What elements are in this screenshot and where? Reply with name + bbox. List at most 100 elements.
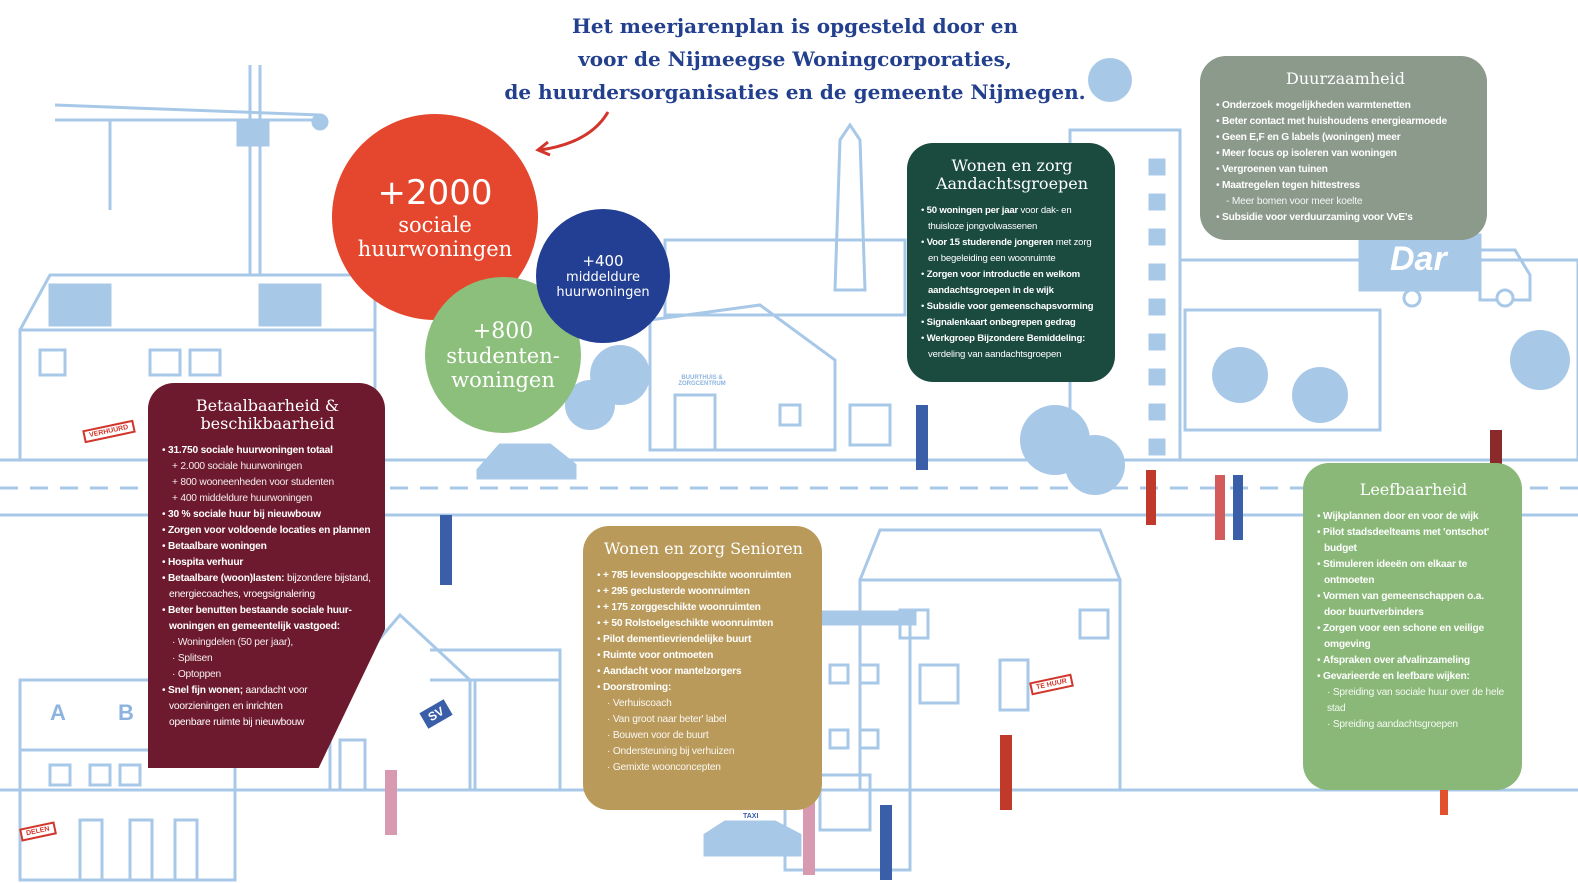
item-bold: + 295 geclusterde woonruimten bbox=[603, 586, 750, 597]
panel-title: Wonen en zorg Senioren bbox=[604, 539, 803, 558]
arrow-icon bbox=[535, 111, 610, 157]
item-bold: + 785 levensloopgeschikte woonruimten bbox=[603, 570, 792, 581]
panel-aandachtsgroepen: Wonen en zorg Aandachtsgroepen 50 woninge… bbox=[907, 143, 1115, 382]
list-item: Hospita verhuur bbox=[162, 555, 373, 571]
circle-number: +400 bbox=[582, 252, 624, 270]
list-item: · Spreiding aandachtsgroepen bbox=[1327, 719, 1458, 730]
list-item: 31.750 sociale huurwoningen totaal bbox=[162, 443, 373, 459]
list-item: verdeling van aandachtsgroepen bbox=[928, 349, 1062, 360]
list-item: 50 woningen per jaar voor dak- en bbox=[921, 203, 1103, 219]
list-item: + 800 wooneenheden voor studenten bbox=[172, 477, 334, 488]
list-item: voorzieningen en inrichten bbox=[169, 701, 283, 712]
item-bold: Gevarieerde en leefbare wijken: bbox=[1323, 671, 1470, 682]
item-bold: Meer focus op isoleren van woningen bbox=[1222, 148, 1397, 159]
list-item: Afspraken over afvalinzameling bbox=[1317, 653, 1510, 669]
senior-flat bbox=[778, 610, 917, 872]
list-item: thuisloze jongvolwassenen bbox=[928, 221, 1038, 232]
circle-label: sociale bbox=[398, 213, 472, 237]
item-bold: 31.750 sociale huurwoningen totaal bbox=[168, 445, 333, 456]
item-bold: Zorgen voor een schone en veilige bbox=[1323, 623, 1484, 634]
item-bold: Ruimte voor ontmoeten bbox=[603, 650, 714, 661]
item-text: bijzondere bijstand, bbox=[284, 573, 371, 584]
title-line: Het meerjarenplan is opgesteld door en bbox=[571, 14, 1019, 38]
church bbox=[648, 122, 907, 452]
panel-duurzaamheid: DuurzaamheidOnderzoek mogelijkheden warm… bbox=[1200, 56, 1487, 240]
circle-label: middeldure bbox=[566, 270, 640, 285]
list-item: openbare ruimte bij nieuwbouw bbox=[169, 717, 305, 728]
house-sv bbox=[308, 612, 562, 792]
item-bold: Pilot dementievriendelijke buurt bbox=[603, 634, 752, 645]
list-item: Beter benutten bestaande sociale huur- bbox=[162, 603, 373, 619]
item-bold: 30 % sociale huur bij nieuwbouw bbox=[168, 509, 321, 520]
list-item: Zorgen voor voldoende locaties en planne… bbox=[162, 523, 373, 539]
list-item: + 2.000 sociale huurwoningen bbox=[172, 461, 303, 472]
item-bold: Zorgen voor introductie en welkom bbox=[926, 269, 1081, 280]
list-item: en begeleiding een woonruimte bbox=[928, 253, 1056, 264]
list-item: + 50 Rolstoelgeschikte woonruimten bbox=[597, 616, 810, 632]
list-item: door buurtverbinders bbox=[1324, 607, 1424, 618]
list-item: Ruimte voor ontmoeten bbox=[597, 648, 810, 664]
list-item: + 295 geclusterde woonruimten bbox=[597, 584, 810, 600]
list-item: + 400 middeldure huurwoningen bbox=[172, 493, 313, 504]
circle-label: huurwoningen bbox=[357, 237, 513, 261]
truck-logo: Dar bbox=[1390, 240, 1447, 278]
panel-senioren: Wonen en zorg Senioren + 785 levensloopge… bbox=[583, 526, 822, 810]
item-bold: 50 woningen per jaar bbox=[926, 205, 1019, 216]
circle-label: woningen bbox=[451, 367, 555, 392]
list-item: woningen en gemeentelijk vastgoed: bbox=[169, 621, 340, 632]
duplex-house bbox=[858, 528, 1122, 792]
list-item: Meer focus op isoleren van woningen bbox=[1216, 146, 1475, 162]
list-item: Pilot stadsdeelteams met 'ontschot' bbox=[1317, 525, 1510, 541]
item-bold: Vergroenen van tuinen bbox=[1222, 164, 1328, 175]
ab-houses bbox=[18, 678, 237, 882]
item-bold: + 50 Rolstoelgeschikte woonruimten bbox=[603, 618, 774, 629]
panel-title: Wonen en zorg Aandachtsgroepen bbox=[935, 156, 1089, 193]
list-item: · Gemixte woonconcepten bbox=[607, 762, 721, 773]
list-item: aandachtsgroepen in de wijk bbox=[928, 285, 1054, 296]
list-item: · Splitsen bbox=[172, 653, 213, 664]
panel-title: Leefbaarheid bbox=[1359, 480, 1468, 499]
list-item: · Spreiding van sociale huur over de hel… bbox=[1327, 687, 1504, 714]
list-item: Gevarieerde en leefbare wijken: bbox=[1317, 669, 1510, 685]
item-bold: Afspraken over afvalinzameling bbox=[1323, 655, 1470, 666]
panel-title: Betaalbaarheid & beschikbaarheid bbox=[195, 396, 340, 433]
taxi bbox=[703, 820, 802, 857]
circle-studentenwoningen: +800 studenten- woningen bbox=[425, 277, 581, 433]
item-bold: Beter benutten bestaande sociale huur- bbox=[168, 605, 352, 616]
item-bold: Subsidie voor gemeenschapsvorming bbox=[926, 301, 1094, 312]
list-item: Werkgroep Bijzondere Bemiddeling: bbox=[921, 331, 1103, 347]
item-text: met zorg bbox=[1053, 237, 1092, 248]
house-a-label: A bbox=[50, 700, 66, 725]
item-bold: Onderzoek mogelijkheden warmtenetten bbox=[1222, 100, 1411, 111]
item-bold: + 175 zorggeschikte woonruimten bbox=[603, 602, 761, 613]
title-line: de huurdersorganisaties en de gemeente N… bbox=[504, 80, 1086, 104]
list-item: Subsidie voor verduurzaming voor VvE's bbox=[1216, 210, 1475, 226]
item-bold: Wijkplannen door en voor de wijk bbox=[1323, 511, 1479, 522]
item-bold: Zorgen voor voldoende locaties en planne… bbox=[168, 525, 371, 536]
page-title: Het meerjarenplan is opgesteld door en v… bbox=[480, 10, 1110, 109]
list-item: · Bouwen voor de buurt bbox=[607, 730, 709, 741]
list-item: Snel fijn wonen; aandacht voor bbox=[162, 683, 373, 699]
item-bold: Pilot stadsdeelteams met 'ontschot' bbox=[1323, 527, 1489, 538]
item-text: voor dak- en bbox=[1018, 205, 1072, 216]
item-text: aandacht voor bbox=[242, 685, 308, 696]
item-bold: Werkgroep Bijzondere Bemiddeling: bbox=[926, 333, 1086, 344]
list-item: Beter contact met huishoudens energiearm… bbox=[1216, 114, 1475, 130]
house-b-label: B bbox=[118, 700, 134, 725]
car bbox=[476, 443, 577, 480]
item-bold: Doorstroming: bbox=[603, 682, 672, 693]
list-item: Betaalbare (woon)lasten: bijzondere bijs… bbox=[162, 571, 373, 587]
list-item: Vergroenen van tuinen bbox=[1216, 162, 1475, 178]
list-item: Subsidie voor gemeenschapsvorming bbox=[921, 299, 1103, 315]
item-bold: Hospita verhuur bbox=[168, 557, 244, 568]
list-item: - Meer bomen voor meer koelte bbox=[1226, 196, 1363, 207]
list-item: Stimuleren ideeën om elkaar te bbox=[1317, 557, 1510, 573]
item-bold: Geen E,F en G labels (woningen) meer bbox=[1222, 132, 1401, 143]
list-item: Maatregelen tegen hittestress bbox=[1216, 178, 1475, 194]
list-item: omgeving bbox=[1324, 639, 1371, 650]
item-bold: Betaalbare (woon)lasten: bbox=[168, 573, 285, 584]
list-item: Betaalbare woningen bbox=[162, 539, 373, 555]
circle-label: studenten- bbox=[446, 343, 560, 368]
list-item: Zorgen voor een schone en veilige bbox=[1317, 621, 1510, 637]
